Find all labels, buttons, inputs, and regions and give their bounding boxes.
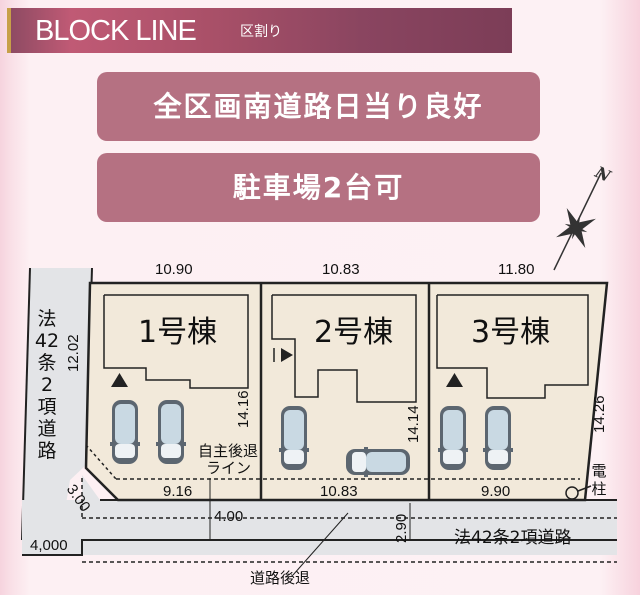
svg-text:N: N (591, 162, 614, 186)
road-dimension-2-90: 2.90 (393, 513, 410, 543)
west-road-char: 法 (37, 308, 57, 330)
entrance-icon (446, 373, 463, 387)
road-setback-label: 道路後退 (250, 569, 311, 587)
car-icon (110, 400, 140, 464)
header-subtitle: 区割り (240, 24, 282, 40)
lot1-depth-label: 14.16 (235, 390, 252, 428)
highlight-banner-sunlight: 全区画南道路日当り良好 (97, 72, 540, 141)
highlight-banner-parking: 駐車場2台可 (97, 153, 540, 222)
utility-pole-label: 電 柱 (590, 462, 608, 498)
west-road-char: 2 (40, 374, 54, 396)
lot1-road-frontage: 9.16 (163, 483, 193, 500)
entrance-icon (111, 373, 128, 387)
west-road-char: 42 (34, 330, 60, 352)
utility-pole-icon (565, 486, 579, 500)
building-3 (436, 294, 589, 399)
building-2 (271, 294, 417, 403)
west-road-char: 項 (37, 396, 57, 418)
entrance-icon (281, 348, 293, 362)
section-header: BLOCK LINE 区割り (7, 8, 512, 53)
car-icon (346, 447, 410, 477)
self-setback-label-2: ライン (206, 459, 252, 477)
lot2-name: 2号棟 (314, 315, 394, 350)
lot1-name: 1号棟 (138, 315, 218, 350)
lot1-frontage-label: 10.90 (155, 261, 193, 278)
utility-pole-char: 柱 (591, 480, 607, 498)
north-compass-icon: N (553, 162, 615, 271)
road-setback-width: 4.00 (214, 508, 244, 525)
west-road-char: 路 (37, 440, 57, 462)
west-road (22, 268, 92, 540)
self-setback-label-1: 自主後退 (198, 442, 259, 460)
lot2-road-frontage: 10.83 (320, 483, 358, 500)
car-icon (438, 406, 468, 470)
header-title: BLOCK LINE (35, 15, 197, 47)
lot3-frontage-label: 11.80 (498, 261, 535, 278)
west-road-width: 4,000 (30, 537, 68, 554)
lot3-depth-label: 14.26 (591, 395, 608, 433)
south-road-label: 法42条2項道路 (454, 528, 572, 548)
west-road-char: 条 (37, 352, 57, 374)
west-road-label: 法 42 条 2 項 道 路 (34, 308, 60, 462)
car-icon (483, 406, 513, 470)
car-icon (279, 406, 309, 470)
lot3-road-frontage: 9.90 (481, 483, 511, 500)
car-icon (156, 400, 186, 464)
lot2-depth-label: 14.14 (405, 405, 422, 443)
utility-pole-char: 電 (591, 462, 607, 480)
lot3-name: 3号棟 (471, 315, 551, 350)
west-side-dimension: 12.02 (65, 334, 82, 372)
building-1 (103, 294, 249, 389)
lots-outline (84, 281, 609, 502)
west-road-char: 道 (37, 418, 57, 440)
lot2-frontage-label: 10.83 (322, 261, 360, 278)
